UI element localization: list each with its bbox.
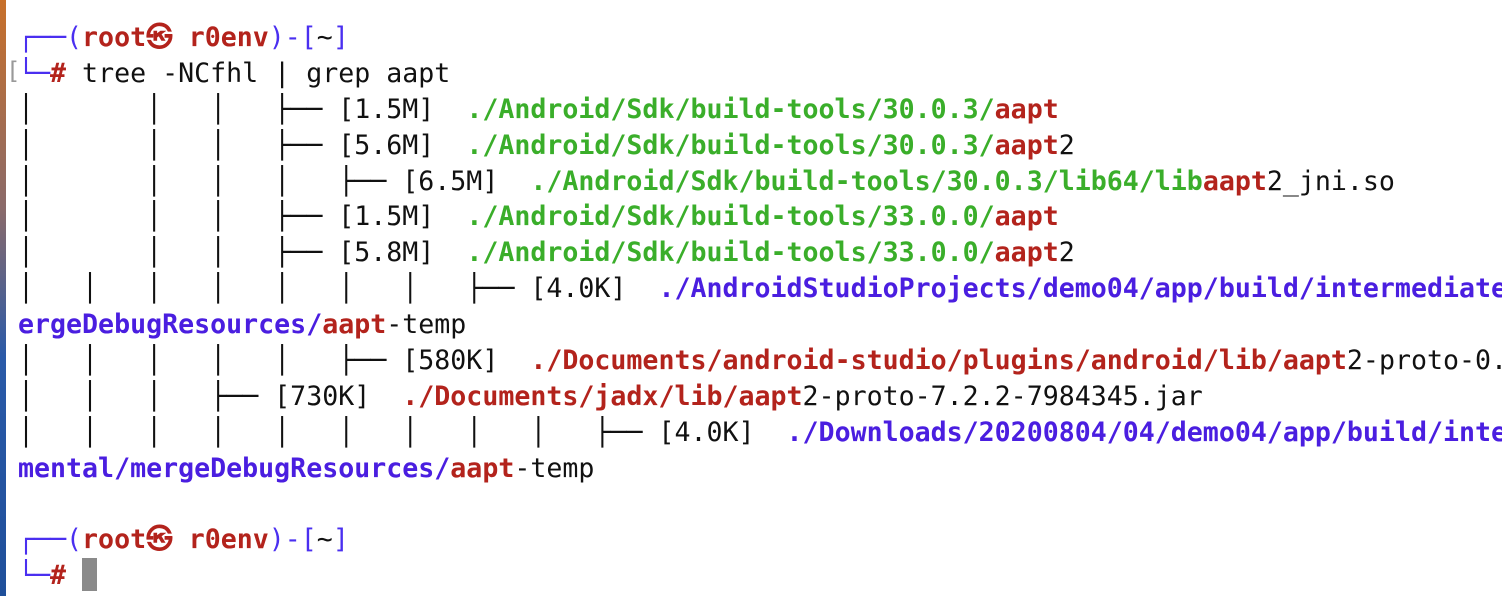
terminal-text-segment: aapt <box>450 452 515 484</box>
terminal-text-segment: │ │ │ ├── [730K] <box>18 380 403 412</box>
terminal-text-segment: )-[ <box>268 22 317 53</box>
terminal-line: │ │ │ │ │ ├── [580K] ./Documents/android… <box>18 343 1502 379</box>
terminal-text-segment: │ │ │ │ │ │ │ ├── [4.0K] <box>18 273 659 305</box>
terminal-text-segment: aapt <box>994 129 1059 161</box>
terminal-text-segment: ~ <box>316 524 333 556</box>
terminal-line: │ │ │ ├── [5.6M] ./Android/Sdk/build-too… <box>18 128 1502 164</box>
terminal-line: │ │ │ ├── [1.5M] ./Android/Sdk/build-too… <box>18 92 1502 128</box>
terminal-text-segment: ./Downloads/20200804/04/demo04/app/build… <box>786 416 1502 448</box>
terminal-text-segment: │ │ │ │ ├── [6.5M] <box>18 165 531 197</box>
terminal-text-segment: aapt <box>994 93 1059 125</box>
terminal-text-segment <box>66 560 82 591</box>
terminal-text-segment: ~ <box>316 22 333 53</box>
terminal-text-segment: ./Android/Sdk/build-tools/30.0.3/ <box>466 93 995 125</box>
terminal-text-segment: │ │ │ ├── [5.6M] <box>18 129 467 161</box>
terminal-text-segment: aapt <box>994 237 1059 269</box>
terminal-line: │ │ │ ├── [5.8M] ./Android/Sdk/build-too… <box>18 235 1502 271</box>
terminal-text-segment: ./Android/Sdk/build-tools/30.0.3/lib64/l… <box>530 165 1203 197</box>
terminal-line: ergeDebugResources/aapt-temp <box>18 307 1502 343</box>
terminal-text-segment: ┌──( <box>18 22 83 53</box>
terminal-text-segment: 2-proto-0. <box>1346 345 1502 377</box>
terminal-text-segment: ┌──( <box>18 524 83 556</box>
terminal-text-segment: root㉿ r0env <box>82 22 269 53</box>
terminal-text-segment: )-[ <box>268 524 317 556</box>
terminal-text-segment: │ │ │ ├── [5.8M] <box>18 237 467 269</box>
terminal-text-segment: 2 <box>1058 237 1075 269</box>
terminal-line: │ │ │ │ ├── [6.5M] ./Android/Sdk/build-t… <box>18 164 1502 200</box>
terminal-text-segment: aapt <box>1202 165 1267 197</box>
terminal-line: mental/mergeDebugResources/aapt-temp <box>18 451 1502 487</box>
terminal-text-segment: tree -NCfhl | grep aapt <box>66 57 451 89</box>
text-cursor <box>82 558 98 592</box>
terminal-text-segment: root㉿ r0env <box>82 524 269 556</box>
line-marker: [ <box>6 57 21 85</box>
terminal-text-segment: ./Android/Sdk/build-tools/30.0.3/ <box>466 129 995 161</box>
terminal-line: └─# tree -NCfhl | grep aapt <box>18 56 1502 92</box>
terminal-text-segment: ] <box>332 524 349 556</box>
terminal-text-segment: └─ <box>18 57 51 89</box>
terminal-text-segment: ergeDebugResources/ <box>18 309 323 341</box>
terminal-text-segment: │ │ │ ├── [1.5M] <box>18 201 467 233</box>
terminal-text-segment: ./Documents/android-studio/plugins/andro… <box>530 345 1347 377</box>
terminal-line: │ │ │ │ │ │ │ ├── [4.0K] ./AndroidStudio… <box>18 271 1502 307</box>
terminal-line: ┌──(root㉿ r0env)-[~] <box>18 522 1502 558</box>
terminal-output[interactable]: ┌──(root㉿ r0env)-[~]└─# tree -NCfhl | gr… <box>18 20 1502 594</box>
terminal-line: │ │ │ ├── [1.5M] ./Android/Sdk/build-too… <box>18 199 1502 235</box>
terminal-text-segment: ./Documents/jadx/lib/aapt <box>402 380 803 412</box>
terminal-text-segment: # <box>50 57 67 89</box>
terminal-text-segment: aapt <box>322 309 387 341</box>
terminal-text-segment: 2-proto-7.2.2-7984345.jar <box>802 380 1203 412</box>
terminal-text-segment: aapt <box>994 201 1059 233</box>
terminal-line: └─# <box>18 558 1502 594</box>
terminal-line: ┌──(root㉿ r0env)-[~] <box>18 20 1502 56</box>
terminal-text-segment: 2_jni.so <box>1266 165 1395 197</box>
terminal-line: │ │ │ ├── [730K] ./Documents/jadx/lib/aa… <box>18 379 1502 415</box>
terminal-text-segment: ] <box>332 22 349 53</box>
terminal-text-segment: 2 <box>1058 129 1075 161</box>
terminal-text-segment: mental/mergeDebugResources/ <box>18 452 451 484</box>
terminal-text-segment: -temp <box>386 309 467 341</box>
terminal-line: │ │ │ │ │ │ │ │ │ ├── [4.0K] ./Downloads… <box>18 415 1502 451</box>
terminal-text-segment: ./Android/Sdk/build-tools/33.0.0/ <box>466 237 995 269</box>
terminal-text-segment: ./AndroidStudioProjects/demo04/app/build… <box>658 273 1502 305</box>
desktop-background-edge <box>0 0 6 596</box>
terminal-text-segment: │ │ │ ├── [1.5M] <box>18 93 467 125</box>
terminal-line <box>18 487 1502 523</box>
terminal-text-segment: -temp <box>514 452 595 484</box>
terminal-text-segment: # <box>50 560 67 592</box>
terminal-text-segment: ./Android/Sdk/build-tools/33.0.0/ <box>466 201 995 233</box>
terminal-text-segment: └─ <box>18 560 51 592</box>
terminal-text-segment: │ │ │ │ │ │ │ │ │ ├── [4.0K] <box>18 416 787 448</box>
terminal-text-segment: │ │ │ │ │ ├── [580K] <box>18 345 531 377</box>
